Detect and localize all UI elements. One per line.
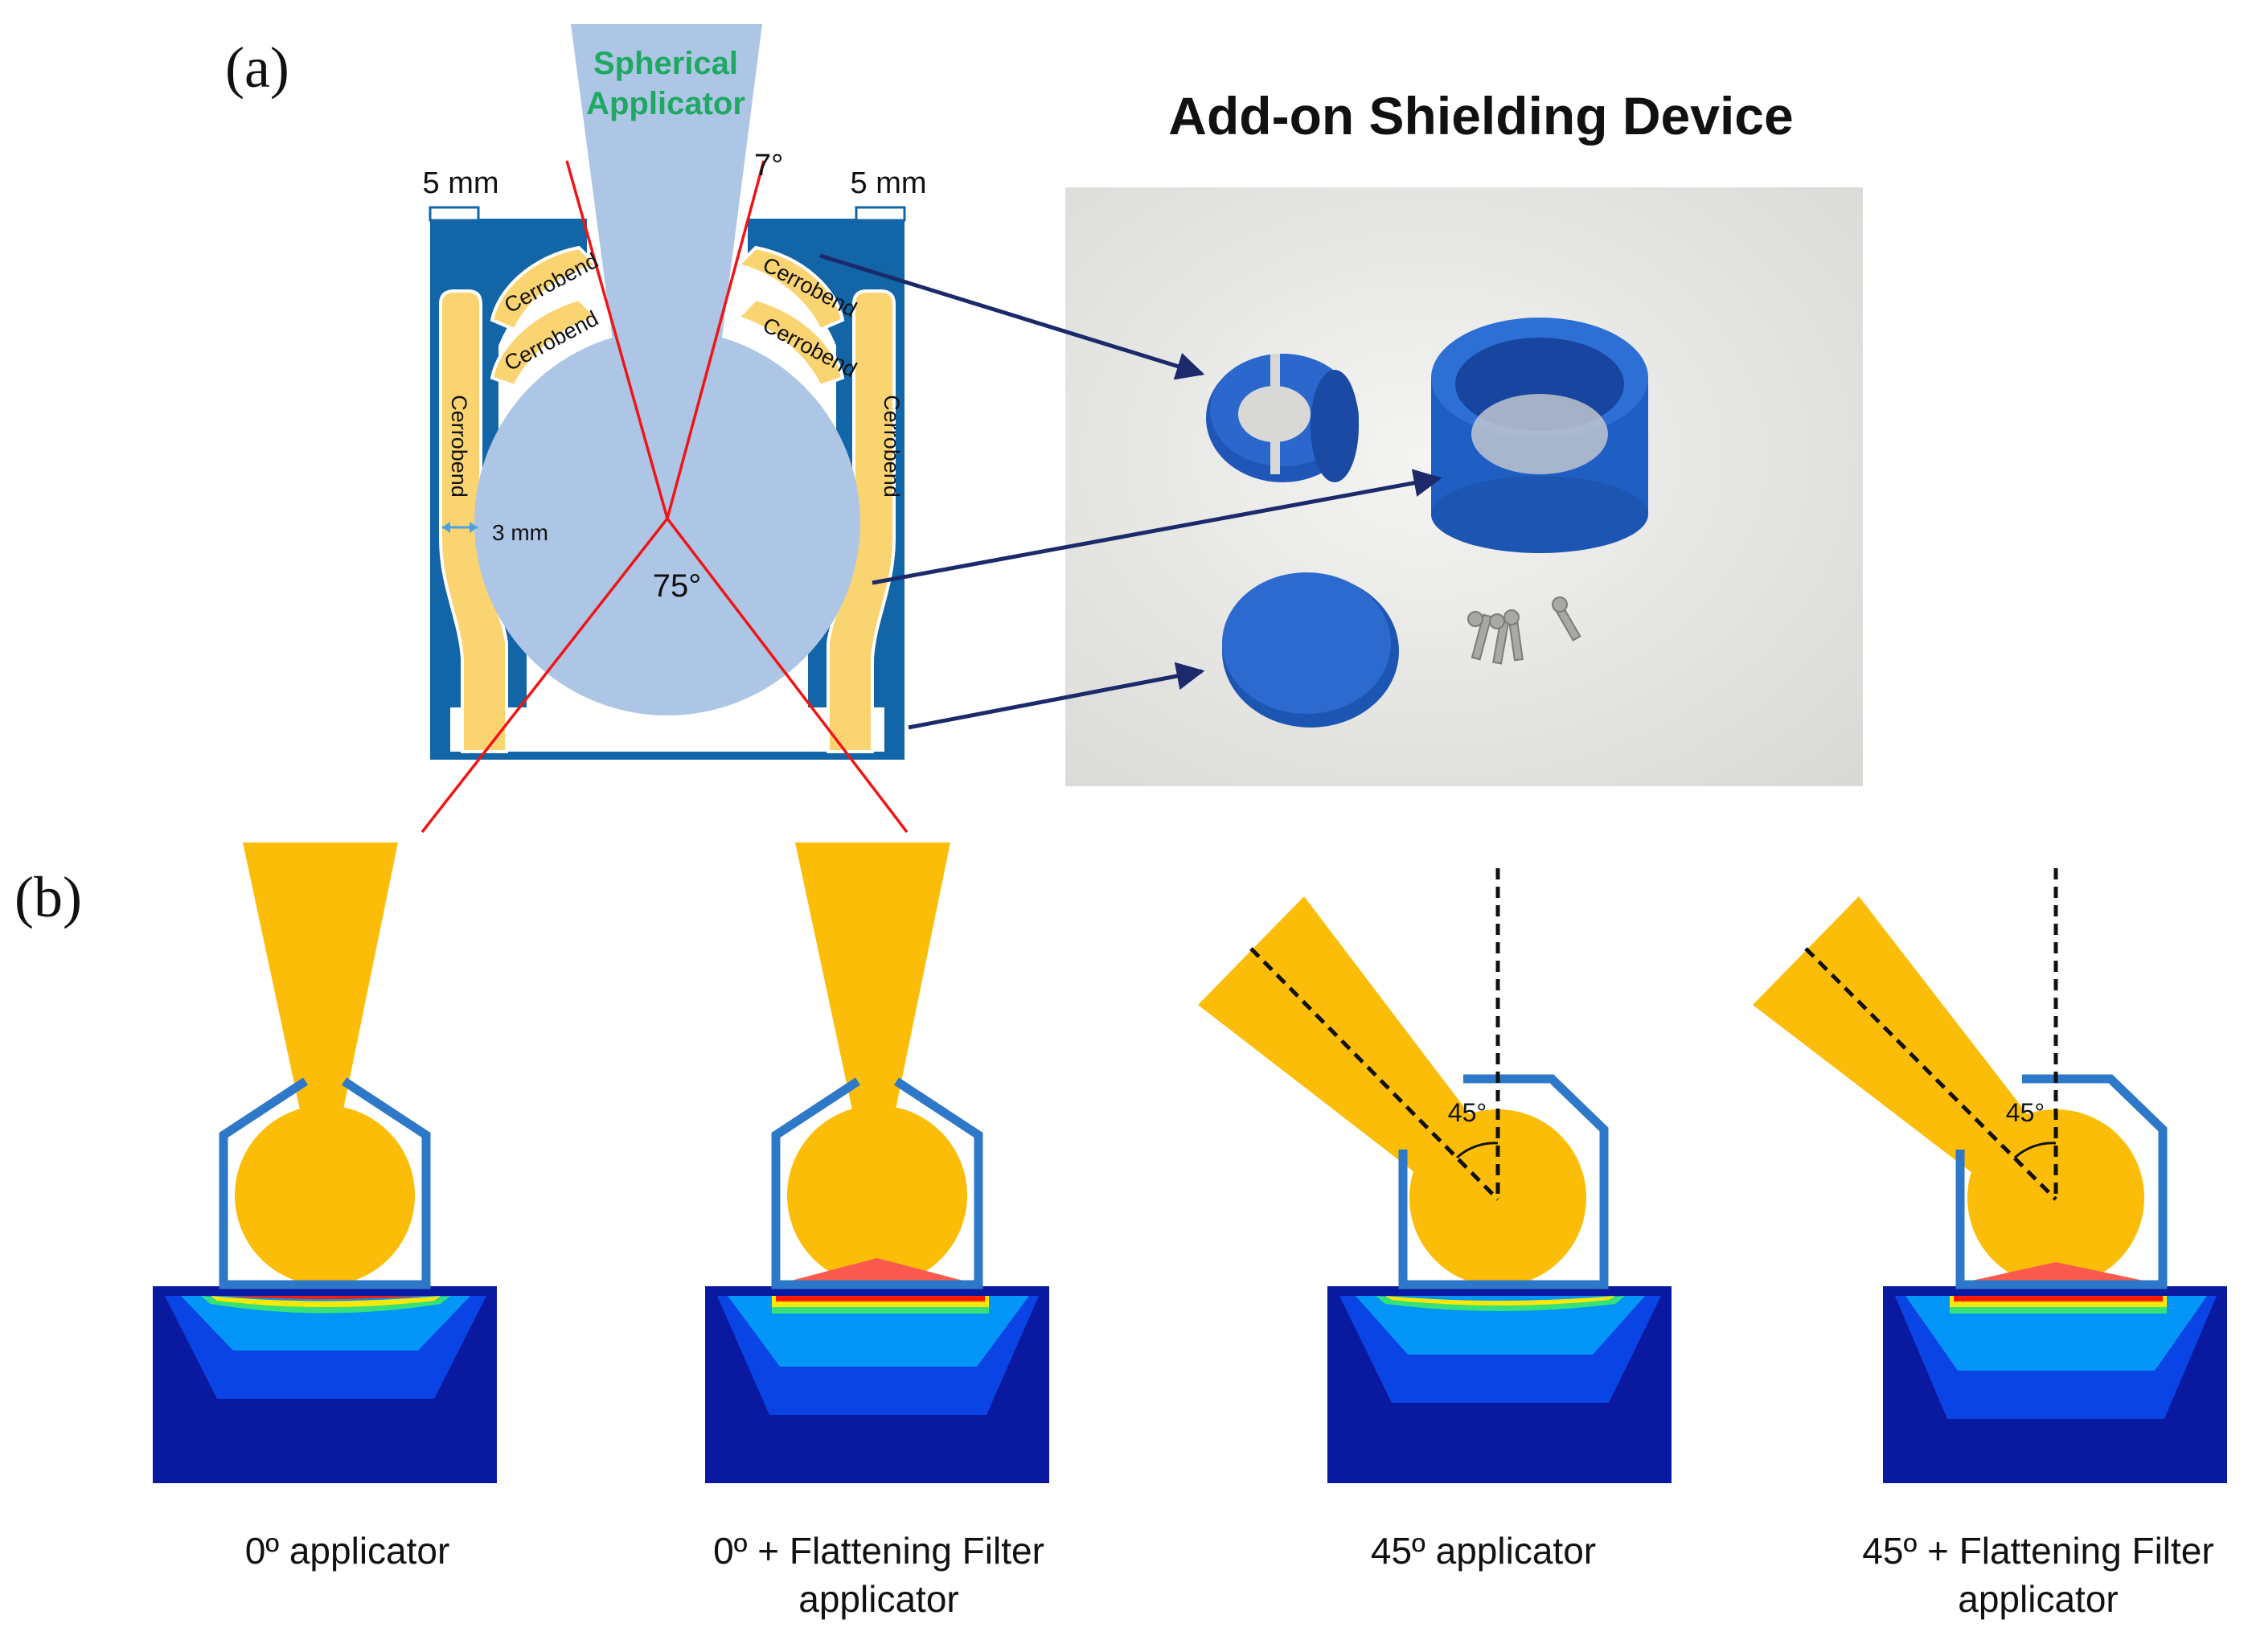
angle-arc bbox=[1455, 1142, 1499, 1159]
subfigure-45deg: 45° bbox=[1198, 868, 1672, 1483]
wall-left-label: 5 mm bbox=[423, 166, 499, 200]
caption-0deg-filter-line2: applicator bbox=[798, 1578, 958, 1620]
spherical-applicator-sphere bbox=[474, 330, 860, 715]
device-title: Add-on Shielding Device bbox=[1168, 86, 1793, 146]
subfigure-0deg-filter bbox=[705, 842, 1049, 1483]
applicator-label-line2: Applicator bbox=[586, 86, 745, 121]
cerrobend-left-upper bbox=[490, 245, 600, 332]
wall-left-notch bbox=[429, 206, 480, 222]
screw-icon bbox=[1467, 596, 1581, 665]
caption-0deg: 0º applicator bbox=[245, 1530, 450, 1572]
cerrobend-right-lower bbox=[735, 297, 845, 388]
shield-frame bbox=[219, 1077, 431, 1289]
wall-right-label: 5 mm bbox=[851, 166, 927, 200]
panel-a-label: (a) bbox=[225, 35, 289, 100]
beam-axis-dashed bbox=[1804, 947, 2057, 1201]
beam-line-left bbox=[565, 160, 669, 519]
applicator-cone bbox=[795, 842, 950, 1117]
angle-label: 45° bbox=[1448, 1098, 1487, 1127]
caption-45deg: 45º applicator bbox=[1371, 1530, 1596, 1572]
shield-frame bbox=[1398, 1074, 1609, 1289]
caption-45deg-filter-line2: applicator bbox=[1958, 1578, 2118, 1620]
arrow-icon-cylinder bbox=[872, 469, 1442, 585]
arrow-icon-cerrobend bbox=[819, 253, 1205, 380]
applicator-label-line1: Spherical bbox=[593, 46, 738, 81]
arrow-icon-disc bbox=[908, 662, 1205, 730]
cone-line-right bbox=[666, 517, 909, 834]
applicator-sphere bbox=[787, 1105, 967, 1285]
cone-line-left bbox=[420, 517, 669, 834]
angle-label: 45° bbox=[2006, 1098, 2045, 1127]
caption-0deg-filter-line1: 0º + Flattening Filter bbox=[713, 1530, 1044, 1572]
panel-b-label: (b) bbox=[14, 865, 82, 929]
cone-angle-label: 75° bbox=[653, 568, 702, 604]
beam-axis-dashed bbox=[1249, 947, 1499, 1201]
beam-angle-label: 7° bbox=[754, 149, 783, 182]
wall-right-notch bbox=[855, 206, 906, 222]
cerrobend-label-left-side: Cerrobend bbox=[447, 395, 471, 498]
split-ring-part bbox=[1206, 354, 1359, 482]
cerrobend-left-lower bbox=[490, 297, 600, 388]
subfigure-0deg bbox=[153, 842, 497, 1483]
device-photo bbox=[1065, 187, 1863, 786]
device-cross-section bbox=[420, 24, 909, 834]
beam-line-right bbox=[666, 160, 765, 519]
angle-arc bbox=[2013, 1142, 2057, 1159]
shield-frame bbox=[771, 1077, 983, 1289]
applicator-cone bbox=[1198, 896, 1512, 1210]
gap-label: 3 mm bbox=[492, 520, 548, 545]
subfigure-45deg-filter: 45° bbox=[1753, 868, 2227, 1483]
applicator-cone bbox=[243, 842, 398, 1117]
disc-part bbox=[1222, 572, 1399, 728]
cerrobend-right-upper bbox=[735, 245, 845, 332]
caption-45deg-filter-line1: 45º + Flattening Filter bbox=[1862, 1530, 2213, 1572]
shield-frame bbox=[1955, 1074, 2168, 1289]
cerrobend-label-right-side: Cerrobend bbox=[880, 395, 904, 498]
flattening-filter bbox=[1954, 1262, 2163, 1285]
cylinder-part bbox=[1431, 318, 1648, 553]
flattening-filter bbox=[776, 1258, 978, 1285]
applicator-sphere bbox=[235, 1105, 415, 1285]
